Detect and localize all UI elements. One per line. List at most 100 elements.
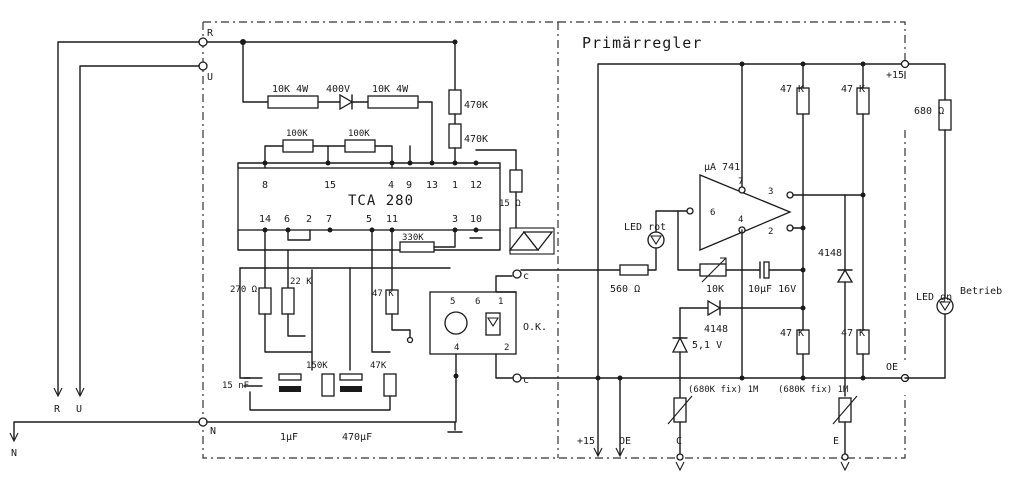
bottom-r-label: R <box>54 404 61 415</box>
ic-pin-12: 12 <box>470 180 482 191</box>
resistor-330k <box>399 241 435 253</box>
oe-right-label: OE <box>886 362 898 373</box>
terminal-plus15-right <box>900 59 910 69</box>
r-100k-a-label: 100K <box>286 129 308 139</box>
resistor-22k <box>281 287 295 315</box>
diode-400v <box>339 93 354 111</box>
r-680-label: 680 Ω <box>914 106 944 117</box>
ic-pin-14: 14 <box>259 214 271 225</box>
ic-pin-1: 1 <box>452 180 458 191</box>
capacitor-470uf-top <box>339 373 363 381</box>
ic-top-wiring: 100K 100K 15 Ω <box>237 129 523 229</box>
input-terminals: R U N R U N <box>9 28 216 459</box>
svg-text:2: 2 <box>504 343 509 353</box>
svg-text:4: 4 <box>454 343 459 353</box>
capacitor-1uf-bottom <box>279 386 301 392</box>
r-150k-label: 150K <box>306 361 328 371</box>
resistor-470k-b <box>448 123 462 149</box>
top-rail: 10K 4W 400V 10K 4W 470K 470K <box>206 39 488 164</box>
capacitor-470uf-bottom <box>340 386 362 392</box>
c-470uf-label: 470μF <box>342 432 372 443</box>
capacitor-1uf-top <box>278 373 302 381</box>
terminal-r <box>198 37 208 47</box>
r-10k-4w-b-label: 10K 4W <box>372 84 409 95</box>
opamp-pin-2: 2 <box>768 227 773 237</box>
resistor-100k-b <box>344 139 376 153</box>
r-10k-4w-a-label: 10K 4W <box>272 84 309 95</box>
resistor-10k-4w-a <box>267 95 319 109</box>
r-470k-a-label: 470K <box>464 100 488 111</box>
terminal-u-label: U <box>207 72 213 83</box>
terminal-c-link <box>512 269 522 279</box>
r-330k-label: 330K <box>402 233 424 243</box>
terminal-n <box>198 417 208 427</box>
pot-1m-b-label: (680K fix) 1M <box>778 385 849 395</box>
link-terminals: c c <box>512 269 906 386</box>
r-270-label: 270 Ω <box>230 285 258 295</box>
opamp-pin-4: 4 <box>738 215 743 225</box>
d-4148-b-label: 4148 <box>818 248 842 259</box>
r-100k-b-label: 100K <box>348 129 370 139</box>
lower-left-components: 270 Ω 22 K 15 nF 1μF 150K 470μF 47K 47 K <box>206 229 463 443</box>
bottom-u-label: U <box>76 404 82 415</box>
terminal-u <box>198 61 208 71</box>
svg-text:5: 5 <box>450 297 455 307</box>
opto-coupler: 5 6 1 4 2 O.K. <box>429 275 547 423</box>
r-560-label: 560 Ω <box>610 284 640 295</box>
c-1uf-label: 1μF <box>280 432 298 443</box>
diode-4148-a <box>707 299 722 317</box>
pot-10k-label: 10K <box>706 284 724 295</box>
d-400v-label: 400V <box>326 84 350 95</box>
resistor-270-ohm <box>258 287 272 315</box>
ic-pin-11: 11 <box>386 214 398 225</box>
ic-pin-4: 4 <box>388 180 394 191</box>
svg-text:1: 1 <box>498 297 503 307</box>
r-47k-b-label: 47K <box>370 361 387 371</box>
pot-1m-a-label: (680K fix) 1M <box>688 385 759 395</box>
terminal-oe-link <box>512 373 522 383</box>
ic-tca280-body <box>237 167 501 231</box>
r-47k-bot-b-label: 47 K <box>841 328 865 339</box>
d-4148-a-label: 4148 <box>704 324 728 335</box>
opamp-pin-6: 6 <box>710 208 715 218</box>
ic-bottom-wiring: 330K <box>237 227 501 253</box>
opto-coupler-body <box>429 291 517 355</box>
ic-pin-13: 13 <box>426 180 438 191</box>
r-47k-top-a-label: 47 K <box>780 84 804 95</box>
svg-text:6: 6 <box>475 297 480 307</box>
r-470k-b-label: 470K <box>464 134 488 145</box>
ic-pin-5: 5 <box>366 214 372 225</box>
svg-text:c: c <box>523 375 529 386</box>
ic-pin-10: 10 <box>470 214 482 225</box>
r-47k-a-label: 47 K <box>372 289 394 299</box>
resistor-470k-a <box>448 89 462 115</box>
pot-10k <box>699 263 727 277</box>
ic-pin-8: 8 <box>262 180 268 191</box>
r-47k-top-b-label: 47 K <box>841 84 865 95</box>
betrieb-label: Betrieb <box>960 286 1002 297</box>
ic-pin-9: 9 <box>406 180 412 191</box>
led-gn-label: LED gn <box>916 292 952 303</box>
z-51v-label: 5,1 V <box>692 340 722 351</box>
plus15-right-label: +15 <box>886 70 904 81</box>
e-bottom-label: E <box>833 436 839 447</box>
opamp-pin-3: 3 <box>768 187 773 197</box>
ic-tca280: TCA 280 8 15 4 9 13 1 12 14 6 2 7 5 11 3… <box>237 167 501 231</box>
oe-bottom-label: OE <box>619 436 631 447</box>
ic-tca280-name: TCA 280 <box>348 193 414 209</box>
diode-4148-b <box>836 268 854 283</box>
optotriac <box>508 227 555 255</box>
led-rot <box>647 231 665 249</box>
led-rot-label: LED rot <box>624 222 666 233</box>
c-15nf-label: 15 nF <box>222 381 249 391</box>
primaer-section: +15 OE +15 OE LED rot 560 Ω μA 741 6 7 4… <box>577 59 1002 472</box>
resistor-100k-a <box>282 139 314 153</box>
opamp-name: μA 741 <box>704 162 740 173</box>
ic-pin-6: 6 <box>284 214 290 225</box>
terminal-n-label: N <box>210 426 216 437</box>
ic-pin-7: 7 <box>326 214 332 225</box>
r-15-ohm-label: 15 Ω <box>499 199 521 209</box>
r-47k-bot-a-label: 47 K <box>780 328 804 339</box>
zener-51v <box>671 336 689 353</box>
c-10uf-label: 10μF 16V <box>748 284 796 295</box>
